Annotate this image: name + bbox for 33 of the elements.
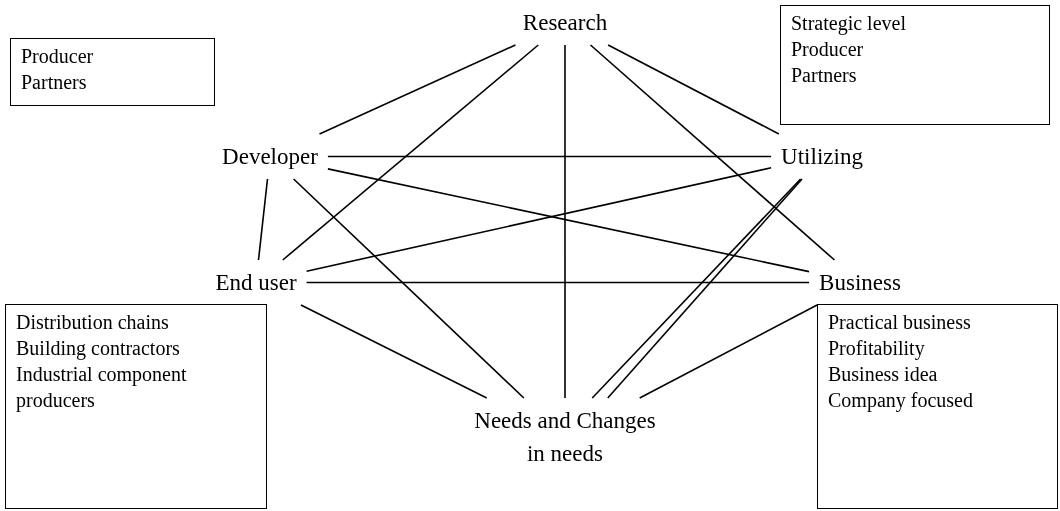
list-item: Profitability xyxy=(828,336,926,361)
node-label: Business xyxy=(819,270,901,295)
connector-line xyxy=(589,44,836,261)
connector-line xyxy=(564,44,566,399)
text-box xyxy=(780,5,1050,125)
connector-line xyxy=(305,281,810,284)
list-item: Industrial component producers xyxy=(16,362,188,413)
list-item: Business idea xyxy=(828,362,939,387)
connector-line xyxy=(318,44,517,135)
list-item: Practical business xyxy=(828,310,972,335)
list-item: Producer xyxy=(791,37,865,62)
connector-line xyxy=(327,155,772,158)
list-item: Strategic level xyxy=(791,11,907,36)
list-item: Building contractors xyxy=(16,336,181,361)
connector-line xyxy=(281,44,540,261)
connector-line xyxy=(257,178,269,261)
list-item: Company focused xyxy=(828,388,974,413)
text-box xyxy=(817,304,1058,509)
connector-line xyxy=(638,304,818,399)
node-label: Utilizing xyxy=(781,144,863,169)
connector-line xyxy=(300,304,488,399)
list-item: Producer xyxy=(21,44,95,69)
connector-line xyxy=(292,178,525,399)
connector-line xyxy=(607,44,780,135)
text-box xyxy=(5,304,267,509)
node-label: Research xyxy=(522,10,608,35)
list-item: Distribution chains xyxy=(16,310,170,335)
node-label: Developer xyxy=(222,144,318,169)
list-item: Partners xyxy=(21,70,88,95)
node-label: End user xyxy=(215,270,297,295)
text-box xyxy=(10,38,215,106)
node-label: Needs and Changes in needs xyxy=(474,408,656,467)
list-item: Partners xyxy=(791,63,858,88)
